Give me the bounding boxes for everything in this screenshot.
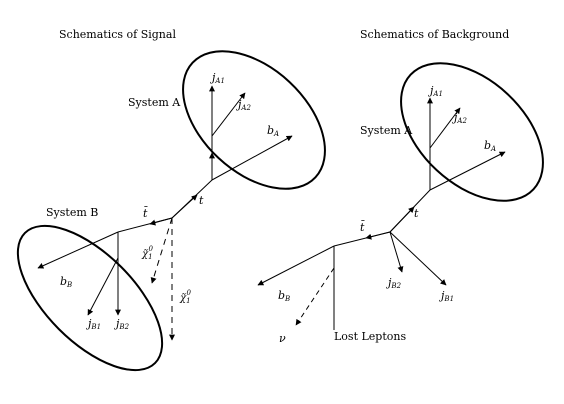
background-jet-a2-arrow [429,107,461,149]
signal-neutralino-2-label: χ̃10 [180,289,191,305]
background-top-arrow [389,206,415,233]
background-system-a-label: System A [360,124,413,137]
signal-system-b-label: System B [46,206,99,219]
background-jet-a1-label: jA1 [430,84,443,98]
signal-top-label: t [199,194,204,207]
background-jet-b2-label: jB2 [388,276,402,290]
signal-title: Schematics of Signal [59,28,176,41]
background-diagram [257,62,544,330]
signal-jet-a2-label: jA2 [238,98,251,112]
signal-neutralino-1-arrow [150,217,173,284]
signal-bjet-b-arrow [37,231,119,269]
background-antitop-label: t̄ [360,221,365,234]
background-top-label: t [414,207,419,220]
signal-jet-a2-arrow [211,92,246,137]
signal-diagram [16,50,326,372]
signal-jet-b1-label: jB1 [88,317,102,331]
background-bjet-b-label: bB [278,289,291,303]
signal-top-arrow [171,194,198,219]
signal-bjet-a-arrow [211,135,293,181]
background-bjet-a-label: bA [484,139,497,153]
background-lost-leptons-label: Lost Leptons [334,330,407,343]
background-jet-b2-arrow [389,231,404,273]
signal-jet-b2-label: jB2 [116,317,130,331]
signal-jet-a1-label: jA1 [212,71,225,85]
signal-bjet-b-label: bB [60,275,73,289]
background-jet-a2-label: jA2 [454,111,467,125]
signal-bjet-a-label: bA [267,124,280,138]
background-neutrino-arrow [295,267,335,326]
background-title: Schematics of Background [360,28,510,41]
background-antitop-arrow [365,231,391,240]
signal-antitop-arrow [149,217,173,226]
background-bjet-a-arrow [429,151,506,191]
background-jet-b1-label: jB1 [441,289,455,303]
signal-jet-b1-arrow [87,257,119,316]
signal-neutralino-1-label: χ̃10 [142,245,153,261]
background-system-a-ellipse [400,62,544,202]
background-bjet-b-arrow [257,245,335,286]
signal-system-b-ellipse [16,224,164,372]
signal-system-a-label: System A [128,96,181,109]
background-jet-b1-arrow [389,231,447,286]
signal-system-a-ellipse [182,50,326,190]
background-neutrino-label: ν [279,332,286,345]
signal-antitop-label: t̄ [143,207,148,220]
